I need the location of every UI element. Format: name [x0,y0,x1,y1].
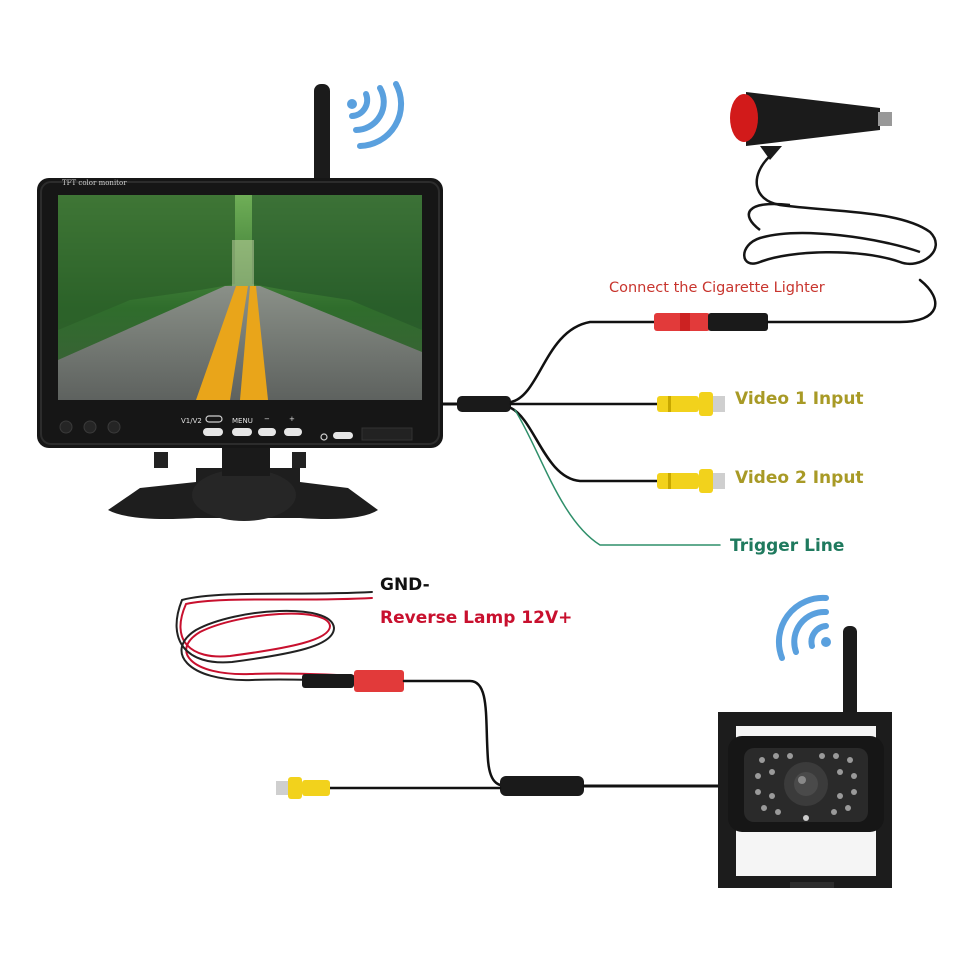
coiled-power-cord [743,155,937,265]
camera-cable-harness [175,591,730,799]
menu-button-label: MENU [232,417,253,425]
power-button[interactable] [333,432,353,439]
video1-input-label: Video 1 Input [735,389,864,409]
rca-video1-connector [657,392,725,416]
v1v2-button[interactable] [203,428,223,436]
trigger-line-label: Trigger Line [730,536,845,556]
monitor-screen [58,195,422,400]
plus-button[interactable] [284,428,302,436]
power-icon [320,433,328,441]
wifi-signal-icon [775,594,831,661]
cigarette-lighter-plug [730,92,892,160]
rca-video2-connector [657,469,725,493]
video2-input-label: Video 2 Input [735,468,864,488]
monitor-brand-text: TFT color monitor [62,179,127,187]
monitor [37,178,443,521]
monitor-cable-harness [441,278,937,546]
cigarette-lighter-label: Connect the Cigarette Lighter [609,280,825,296]
gnd-label: GND- [380,575,430,595]
v1v2-button-label: V1/V2 [181,417,202,425]
wifi-signal-icon [347,81,405,149]
minus-button[interactable] [258,428,276,436]
menu-button[interactable] [232,428,252,436]
minus-button-label: − [264,415,270,423]
backup-camera [718,626,892,888]
plus-button-label: + [289,415,295,423]
reverse-lamp-label: Reverse Lamp 12V+ [380,608,573,628]
monitor-antenna [314,84,330,186]
